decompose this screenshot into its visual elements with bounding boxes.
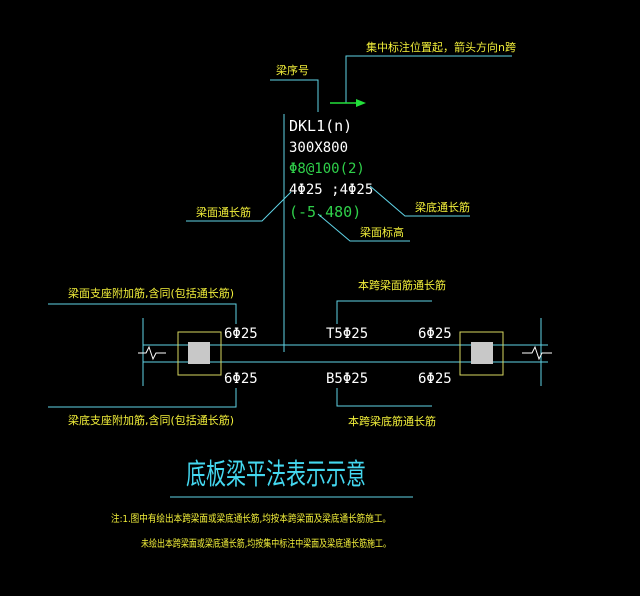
- top-support-extra-leader: [48, 303, 237, 324]
- beam-number-leader: [270, 79, 319, 112]
- span-top-through-group: 本跨梁面筋通长筋: [336, 278, 446, 324]
- bottom-left-rebar: 6Φ25: [224, 371, 258, 387]
- top-mid-rebar: T5Φ25: [326, 326, 368, 342]
- beam-number-group: 梁序号: [270, 63, 319, 112]
- bottom-mid-rebar: B5Φ25: [326, 371, 368, 387]
- diagram-title: 底板梁平法表示示意: [186, 457, 366, 491]
- top-elevation-label: 梁面标高: [360, 225, 404, 239]
- annotation-beam-id: DKL1(n): [289, 117, 352, 135]
- right-support-column: [471, 342, 493, 364]
- left-break-symbol: [138, 345, 166, 361]
- bottom-support-extra-group: 梁底支座附加筋,含同(包括通长筋): [48, 388, 237, 427]
- top-elevation-group: 梁面标高: [317, 213, 410, 242]
- bottom-through-group: 梁底通长筋: [369, 185, 470, 217]
- note-line-2: 未绘出本跨梁面或梁底通长筋,均按集中标注中梁面及梁底通长筋施工。: [141, 537, 391, 550]
- top-elevation-leader: [317, 213, 410, 242]
- top-through-leader: [186, 191, 292, 222]
- beam-rebar-labels: 6Φ25 T5Φ25 6Φ25 6Φ25 B5Φ25 6Φ25: [224, 326, 452, 387]
- bottom-right-rebar: 6Φ25: [418, 371, 452, 387]
- annotation-stirrup: Φ8@100(2): [289, 161, 365, 177]
- location-note-group: 集中标注位置起，箭头方向n跨: [330, 40, 516, 107]
- left-support: [177, 331, 222, 376]
- right-support: [459, 331, 504, 376]
- location-note-text: 集中标注位置起，箭头方向n跨: [366, 40, 516, 54]
- beam-number-label: 梁序号: [276, 63, 309, 77]
- annotation-section-size: 300X800: [289, 140, 348, 156]
- top-through-label: 梁面通长筋: [196, 205, 251, 219]
- location-note-leader: [345, 55, 512, 103]
- top-left-rebar: 6Φ25: [224, 326, 258, 342]
- span-top-through-label: 本跨梁面筋通长筋: [358, 278, 446, 292]
- note-line-1: 注:1.图中有绘出本跨梁面或梁底通长筋,均按本跨梁面及梁底通长筋施工。: [111, 512, 391, 525]
- right-break-symbol: [522, 345, 552, 361]
- top-through-group: 梁面通长筋: [186, 191, 292, 222]
- bottom-through-label: 梁底通长筋: [415, 200, 470, 214]
- notes: 注:1.图中有绘出本跨梁面或梁底通长筋,均按本跨梁面及梁底通长筋施工。 未绘出本…: [111, 512, 391, 550]
- annotation-through-bars: 4Φ25 ;4Φ25: [289, 182, 373, 198]
- span-bottom-through-label: 本跨梁底筋通长筋: [348, 414, 436, 428]
- top-right-rebar: 6Φ25: [418, 326, 452, 342]
- span-bottom-through-leader: [336, 388, 432, 407]
- right-support-outline: [459, 331, 504, 376]
- left-support-column: [188, 342, 210, 364]
- top-support-extra-label: 梁面支座附加筋,含同(包括通长筋): [68, 286, 234, 300]
- left-support-outline: [177, 331, 222, 376]
- span-bottom-through-group: 本跨梁底筋通长筋: [336, 388, 436, 428]
- bottom-through-leader: [369, 185, 470, 217]
- bottom-support-extra-label: 梁底支座附加筋,含同(包括通长筋): [68, 413, 234, 427]
- direction-arrow-icon: [356, 99, 366, 107]
- diagram-title-group: 底板梁平法表示示意: [170, 457, 413, 498]
- span-top-through-leader: [336, 300, 432, 324]
- central-annotation: DKL1(n) 300X800 Φ8@100(2) 4Φ25 ;4Φ25 (-5…: [289, 117, 373, 221]
- annotation-elevation: (-5.480): [289, 203, 361, 221]
- top-support-extra-group: 梁面支座附加筋,含同(包括通长筋): [48, 286, 237, 324]
- bottom-support-extra-leader: [48, 388, 237, 408]
